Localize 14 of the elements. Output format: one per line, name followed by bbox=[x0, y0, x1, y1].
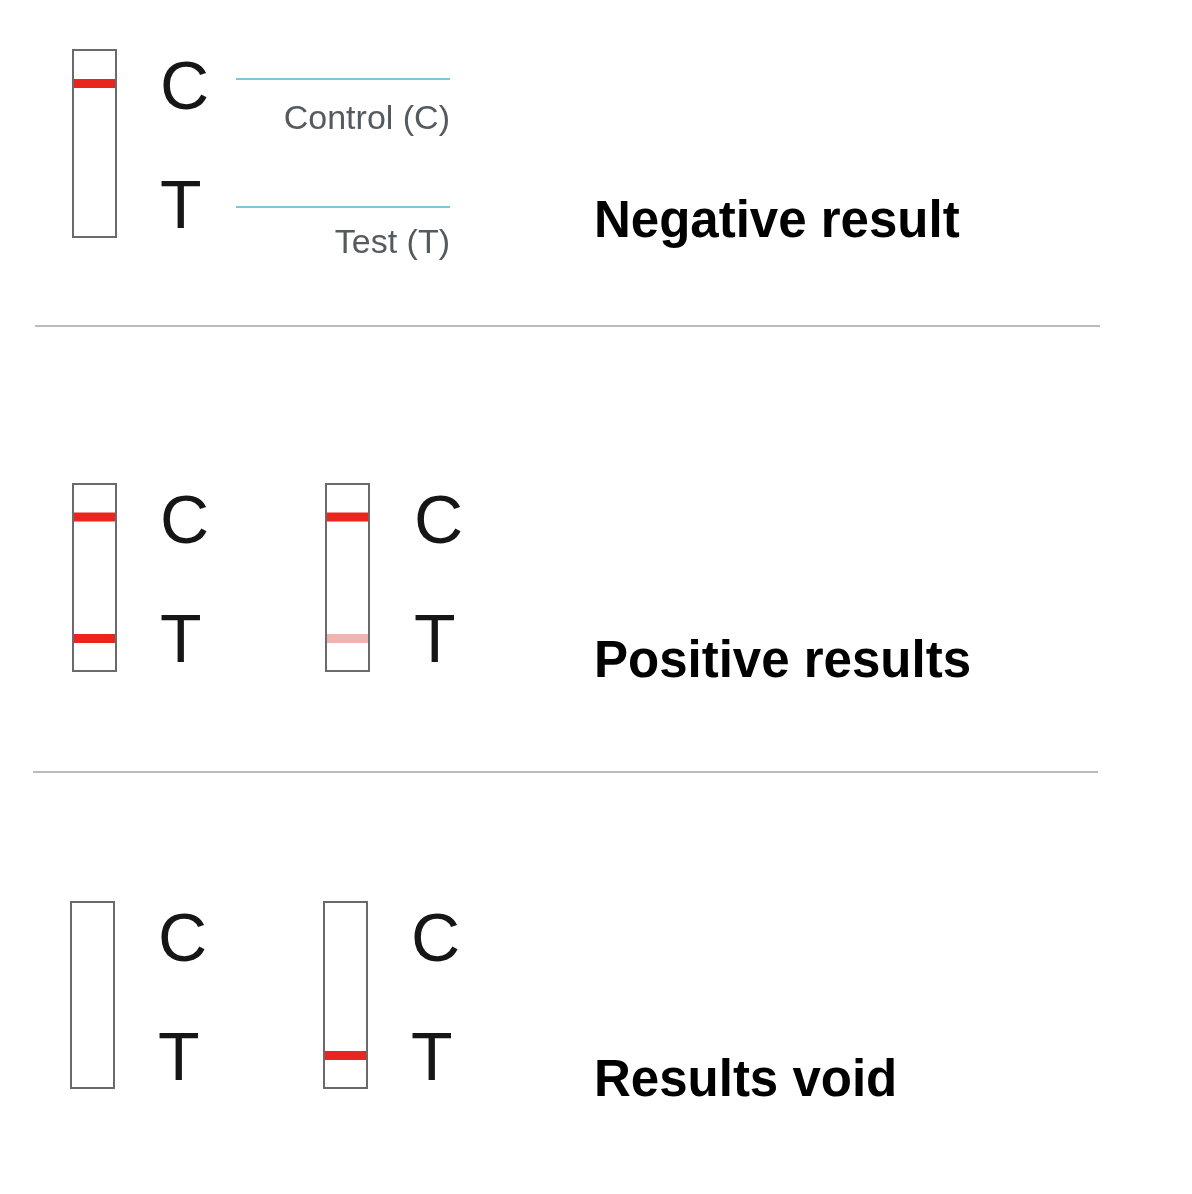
zone-name: Control (C) bbox=[283, 100, 450, 135]
zone-letter: T bbox=[414, 604, 456, 673]
zone-letter: C bbox=[160, 51, 210, 120]
zone-letter: C bbox=[414, 485, 464, 554]
zone-letter: C bbox=[411, 903, 461, 972]
zone-letter: T bbox=[160, 170, 202, 239]
zone-letter: T bbox=[158, 1022, 200, 1091]
zone-letter: T bbox=[411, 1022, 453, 1091]
zone-letter: C bbox=[158, 903, 208, 972]
zone-letter: C bbox=[160, 485, 210, 554]
result-heading: Positive results bbox=[594, 633, 971, 685]
zone-letter: T bbox=[160, 604, 202, 673]
zone-name: Test (T) bbox=[334, 224, 450, 259]
result-heading: Results void bbox=[594, 1052, 898, 1104]
